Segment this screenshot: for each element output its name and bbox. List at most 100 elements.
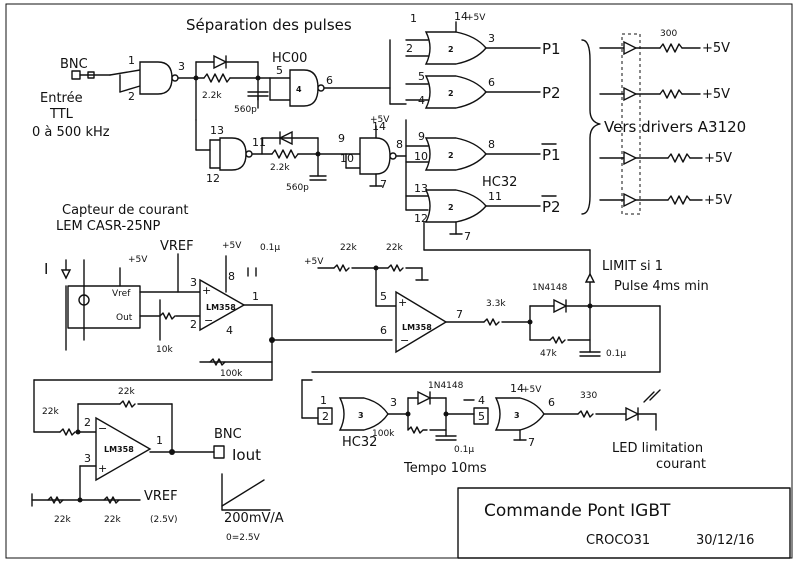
svg-text:2: 2	[128, 90, 135, 103]
svg-text:14: 14	[510, 382, 524, 395]
r-22k-fb: 22k	[118, 387, 135, 397]
diode-1n4148-comp: 1N4148	[532, 283, 568, 293]
title-block-author: CROCO31	[586, 533, 650, 548]
svg-text:7: 7	[528, 436, 535, 449]
or-gate-2: 2 5 4 6 P2	[405, 70, 561, 109]
svg-text:7: 7	[464, 230, 471, 243]
bnc-input-section: BNC Entrée TTL 0 à 500 kHz	[32, 57, 111, 140]
r-2k2-upper: 2.2k	[202, 91, 222, 101]
svg-text:5: 5	[478, 410, 485, 423]
vcc-opamp1: +5V	[222, 241, 242, 251]
sensor-title: Capteur de courant	[62, 203, 188, 218]
vcc-driver-4: +5V	[704, 193, 732, 208]
r-2k2-lower: 2.2k	[270, 163, 290, 173]
r-300: 300	[660, 29, 677, 39]
r-3k3: 3.3k	[486, 299, 506, 309]
rc-delay-lower: 13 12 11 2.2k 560p	[195, 119, 327, 193]
r-22k-div2: 22k	[386, 243, 403, 253]
svg-text:+: +	[98, 462, 107, 475]
driver-optocouplers: +5V 300 +5V +5V +5V	[599, 29, 732, 215]
current-i-label: I	[44, 260, 48, 278]
ttl-label: TTL	[49, 107, 74, 122]
vcc-comparator: +5V	[304, 257, 324, 267]
svg-text:8: 8	[396, 138, 403, 151]
separation-title: Séparation des pulses	[186, 16, 352, 34]
svg-text:+: +	[202, 284, 211, 297]
svg-text:3: 3	[190, 276, 197, 289]
svg-text:1: 1	[320, 394, 327, 407]
hc32-chip-label: HC32	[482, 175, 517, 190]
r-100k-fb: 100k	[220, 369, 243, 379]
vcc-driver-2: +5V	[702, 87, 730, 102]
svg-text:2: 2	[448, 89, 454, 98]
svg-text:6: 6	[326, 74, 333, 87]
svg-text:5: 5	[418, 70, 425, 83]
pulse-label: Pulse 4ms min	[614, 279, 709, 294]
bnc-output-label: BNC	[214, 427, 242, 442]
output-p1-inverted: P1	[542, 146, 561, 164]
c-560p-upper: 560p	[234, 105, 257, 115]
sensor-pin-out: Out	[116, 313, 133, 323]
svg-text:7: 7	[380, 178, 387, 191]
svg-text:2: 2	[406, 42, 413, 55]
r-10k: 10k	[156, 345, 173, 355]
bnc-input-label: BNC	[60, 57, 88, 72]
opamp-amp-label: LM358	[104, 445, 134, 454]
svg-text:1: 1	[252, 290, 259, 303]
r-22k-gnd: 22k	[54, 515, 71, 525]
drivers-label: Vers drivers A3120	[604, 118, 746, 136]
opamp-buffer: + − LM358 3 2 1 8 4 +5V 100k 0.1µ	[190, 241, 280, 379]
opamp-comparator: + − LM358 5 6 7 3.3k 1N4148 47k 0.1µ LIM…	[380, 259, 709, 373]
svg-text:−: −	[204, 314, 213, 327]
scale-label: 200mV/A	[224, 511, 284, 526]
svg-text:11: 11	[488, 190, 502, 203]
r-22k-in: 22k	[42, 407, 59, 417]
hc32-tempo-label: HC32	[342, 435, 377, 450]
r-330: 330	[580, 391, 597, 401]
vcc-driver-3: +5V	[704, 151, 732, 166]
svg-text:9: 9	[338, 132, 345, 145]
svg-text:2: 2	[448, 203, 454, 212]
amp-vref-value: (2.5V)	[150, 515, 178, 525]
svg-text:4: 4	[226, 324, 233, 337]
svg-text:3: 3	[514, 411, 520, 420]
sensor-vref-label: VREF	[160, 239, 194, 254]
led-label-1: LED limitation	[612, 441, 703, 456]
c-0u1-tempo: 0.1µ	[454, 445, 474, 455]
amplifier-section: 22k 22k − + LM358 2 3 1 22k 22k VREF (2.…	[31, 361, 284, 543]
tempo-section: 2 1 3 3 HC32 1N4148 100k 0.1µ Tempo 10ms…	[301, 371, 706, 476]
svg-text:10: 10	[340, 152, 354, 165]
svg-text:13: 13	[414, 182, 428, 195]
rc-delay-upper: 2.2k 560p	[195, 54, 269, 121]
svg-text:1: 1	[156, 434, 163, 447]
or-gate-4: 2 13 12 11 P2 7	[405, 182, 561, 243]
svg-text:1: 1	[128, 54, 135, 67]
output-p1: P1	[542, 40, 561, 58]
title-block-title: Commande Pont IGBT	[484, 501, 671, 521]
svg-text:12: 12	[414, 212, 428, 225]
svg-text:3: 3	[488, 32, 495, 45]
vcc-driver-1: +5V	[702, 41, 730, 56]
svg-text:6: 6	[548, 396, 555, 409]
hc00-chip-label: HC00	[272, 51, 307, 66]
c-560p-lower: 560p	[286, 183, 309, 193]
range-label: 0 à 500 kHz	[32, 125, 110, 140]
current-sensor-section: Capteur de courant LEM CASR-25NP I Vref …	[44, 203, 201, 355]
svg-text:6: 6	[488, 76, 495, 89]
r-100k-tempo: 100k	[372, 429, 395, 439]
c-decoupling: 0.1µ	[260, 243, 280, 253]
or-gate-1: 2 1 2 3 P1 +5V 14	[405, 10, 561, 65]
svg-text:−: −	[98, 422, 107, 435]
driver-brace	[581, 39, 601, 215]
svg-text:5: 5	[276, 64, 283, 77]
r-47k: 47k	[540, 349, 557, 359]
svg-text:3: 3	[178, 60, 185, 73]
svg-text:2: 2	[190, 318, 197, 331]
vcc-label-hc32-top: +5V	[466, 13, 486, 23]
svg-text:12: 12	[206, 172, 220, 185]
led-label-2: courant	[656, 457, 706, 472]
r-22k-div1: 22k	[340, 243, 357, 253]
svg-text:+: +	[398, 296, 407, 309]
entree-label: Entrée	[40, 91, 83, 106]
